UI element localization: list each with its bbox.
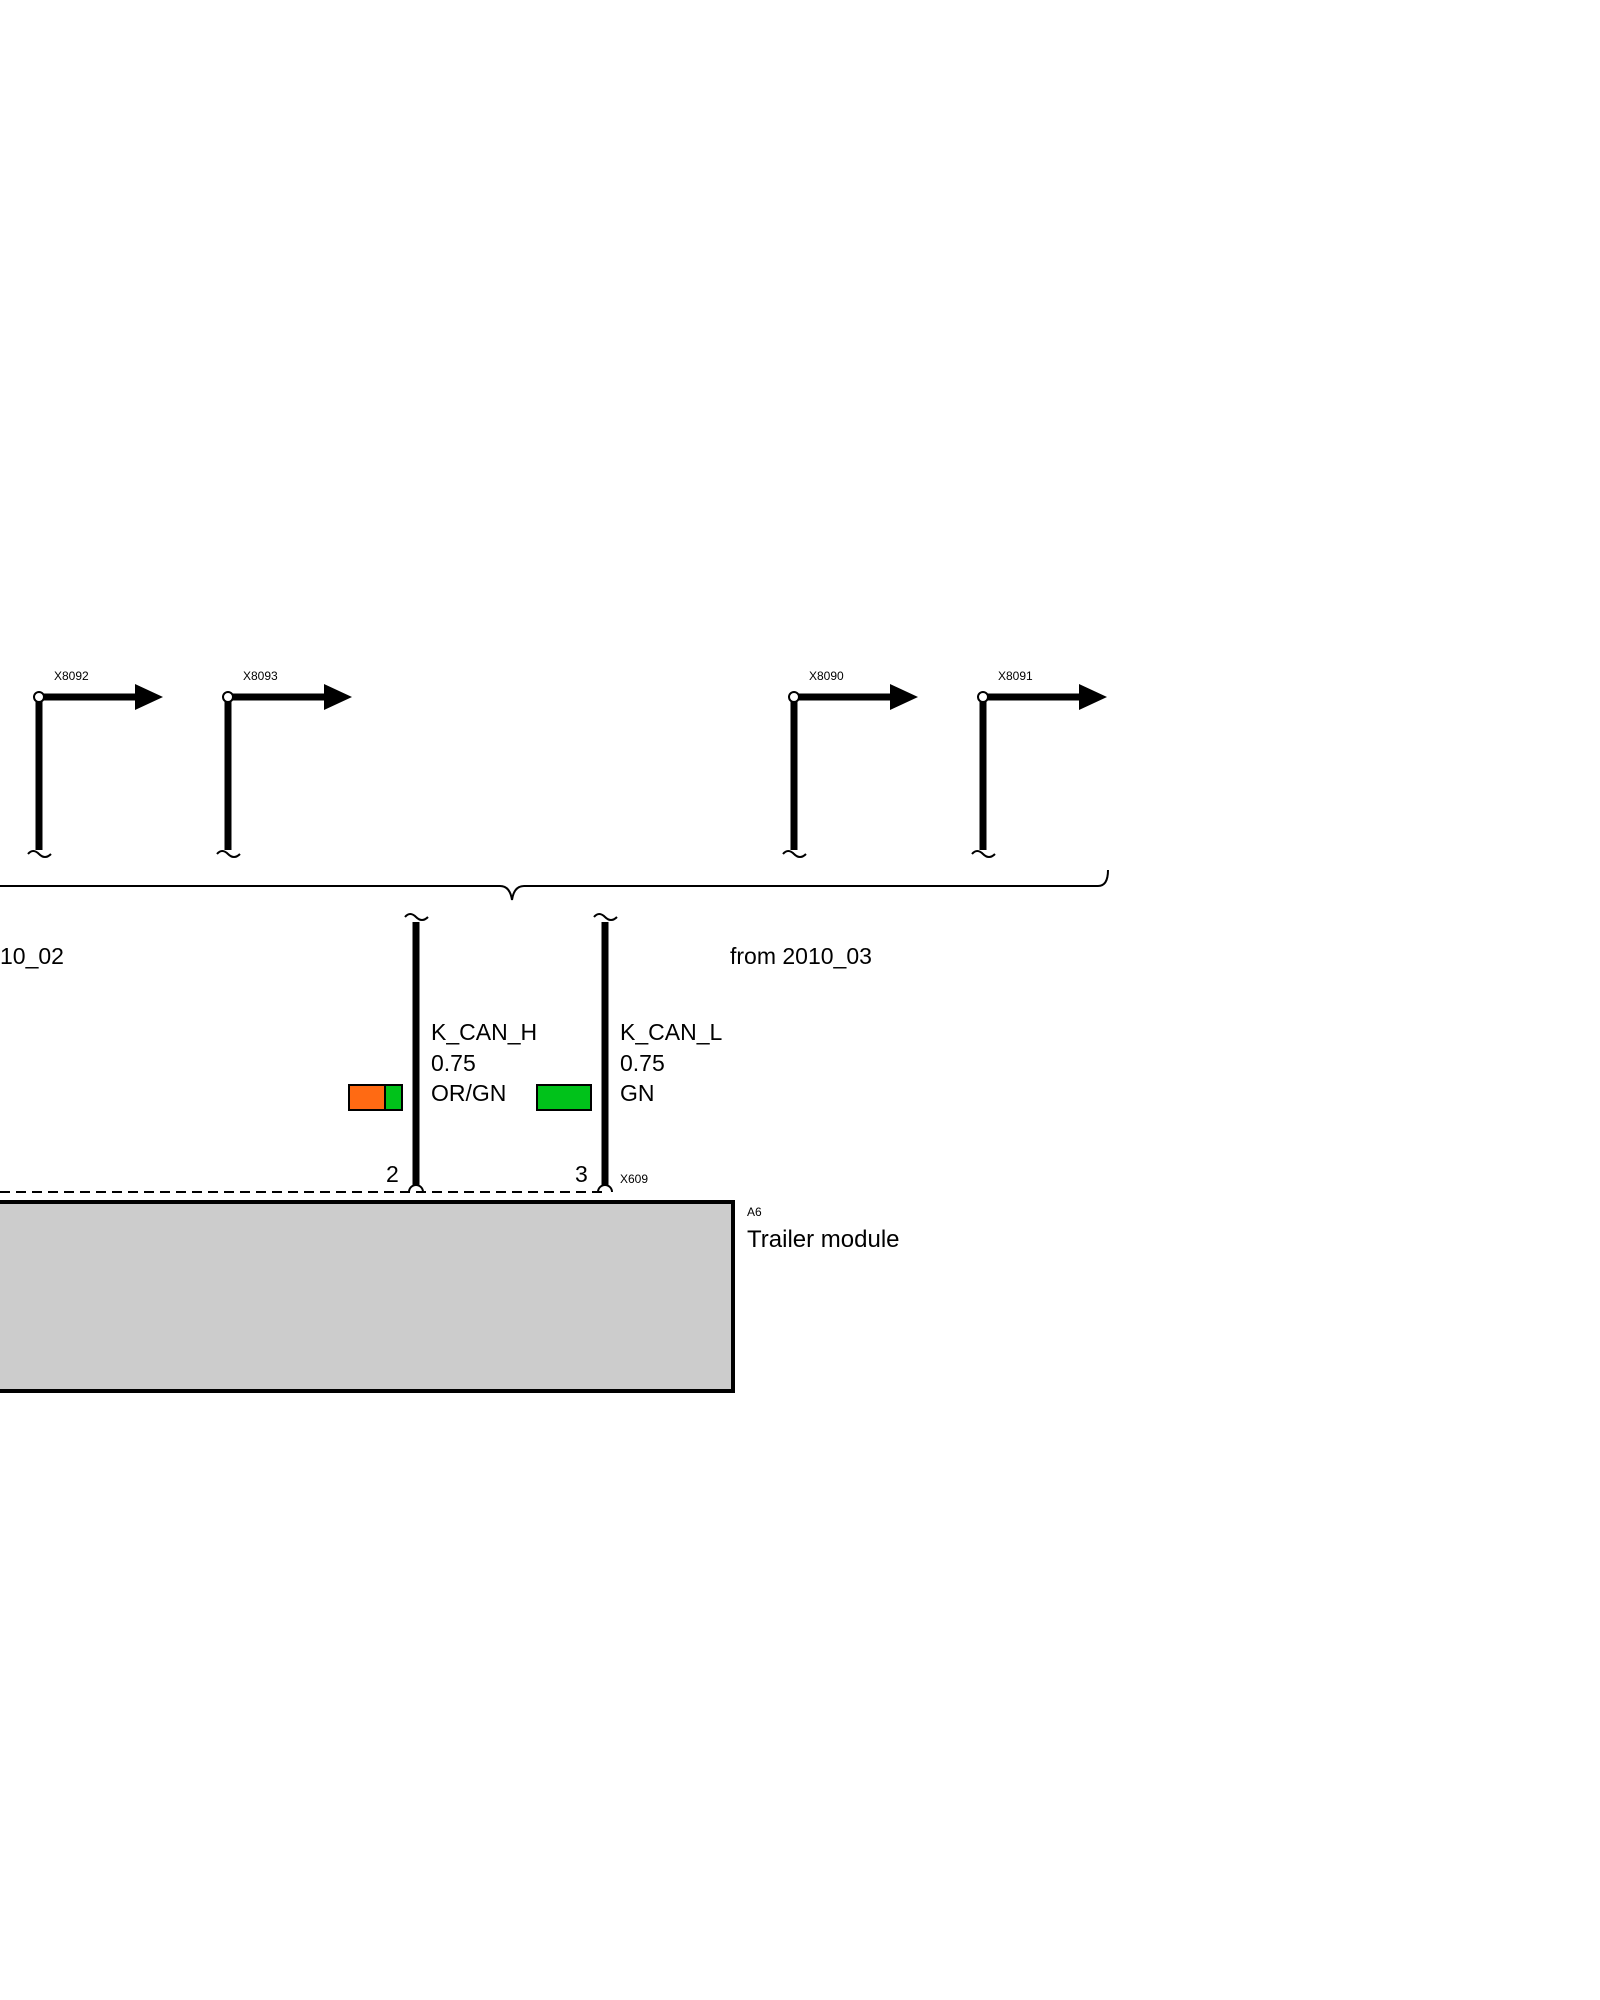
connector-x8093: X8093 [216,669,352,858]
range-label-left: 10_02 [0,943,64,969]
pin-number: 3 [575,1161,588,1187]
trailer-module-box [0,1200,735,1393]
module-name: Trailer module [747,1226,900,1253]
wire-k-can-l: K_CAN_L 0.75 GN 3 X609 [536,913,722,1193]
wire-k-can-h: K_CAN_H 0.75 OR/GN 2 [348,913,537,1193]
connector-label: X8091 [998,669,1033,683]
connector-label: X8093 [243,669,278,683]
wire-signal: K_CAN_H [431,1019,537,1045]
connector-label: X8092 [54,669,89,683]
wire-cross-section: 0.75 [620,1050,665,1076]
wire-color-code: OR/GN [431,1080,506,1106]
module-connector-label: X609 [620,1172,648,1186]
wire-cross-section: 0.75 [431,1050,476,1076]
connector-x8092: X8092 [27,669,163,858]
wire-color-code: GN [620,1080,655,1106]
pin-terminal [408,1184,424,1193]
wire-signal: K_CAN_L [620,1019,722,1045]
wire-color-swatch [536,1084,592,1111]
connector-x8090: X8090 [782,669,918,858]
module-id: A6 [747,1205,762,1219]
group-brace [0,869,1109,901]
pin-number: 2 [386,1161,399,1187]
wire-color-swatch [348,1084,386,1111]
connector-label: X8090 [809,669,844,683]
connector-x8091: X8091 [971,669,1107,858]
range-label-right: from 2010_03 [730,943,872,969]
pin-terminal [597,1184,613,1193]
wire-color-swatch [384,1084,403,1111]
